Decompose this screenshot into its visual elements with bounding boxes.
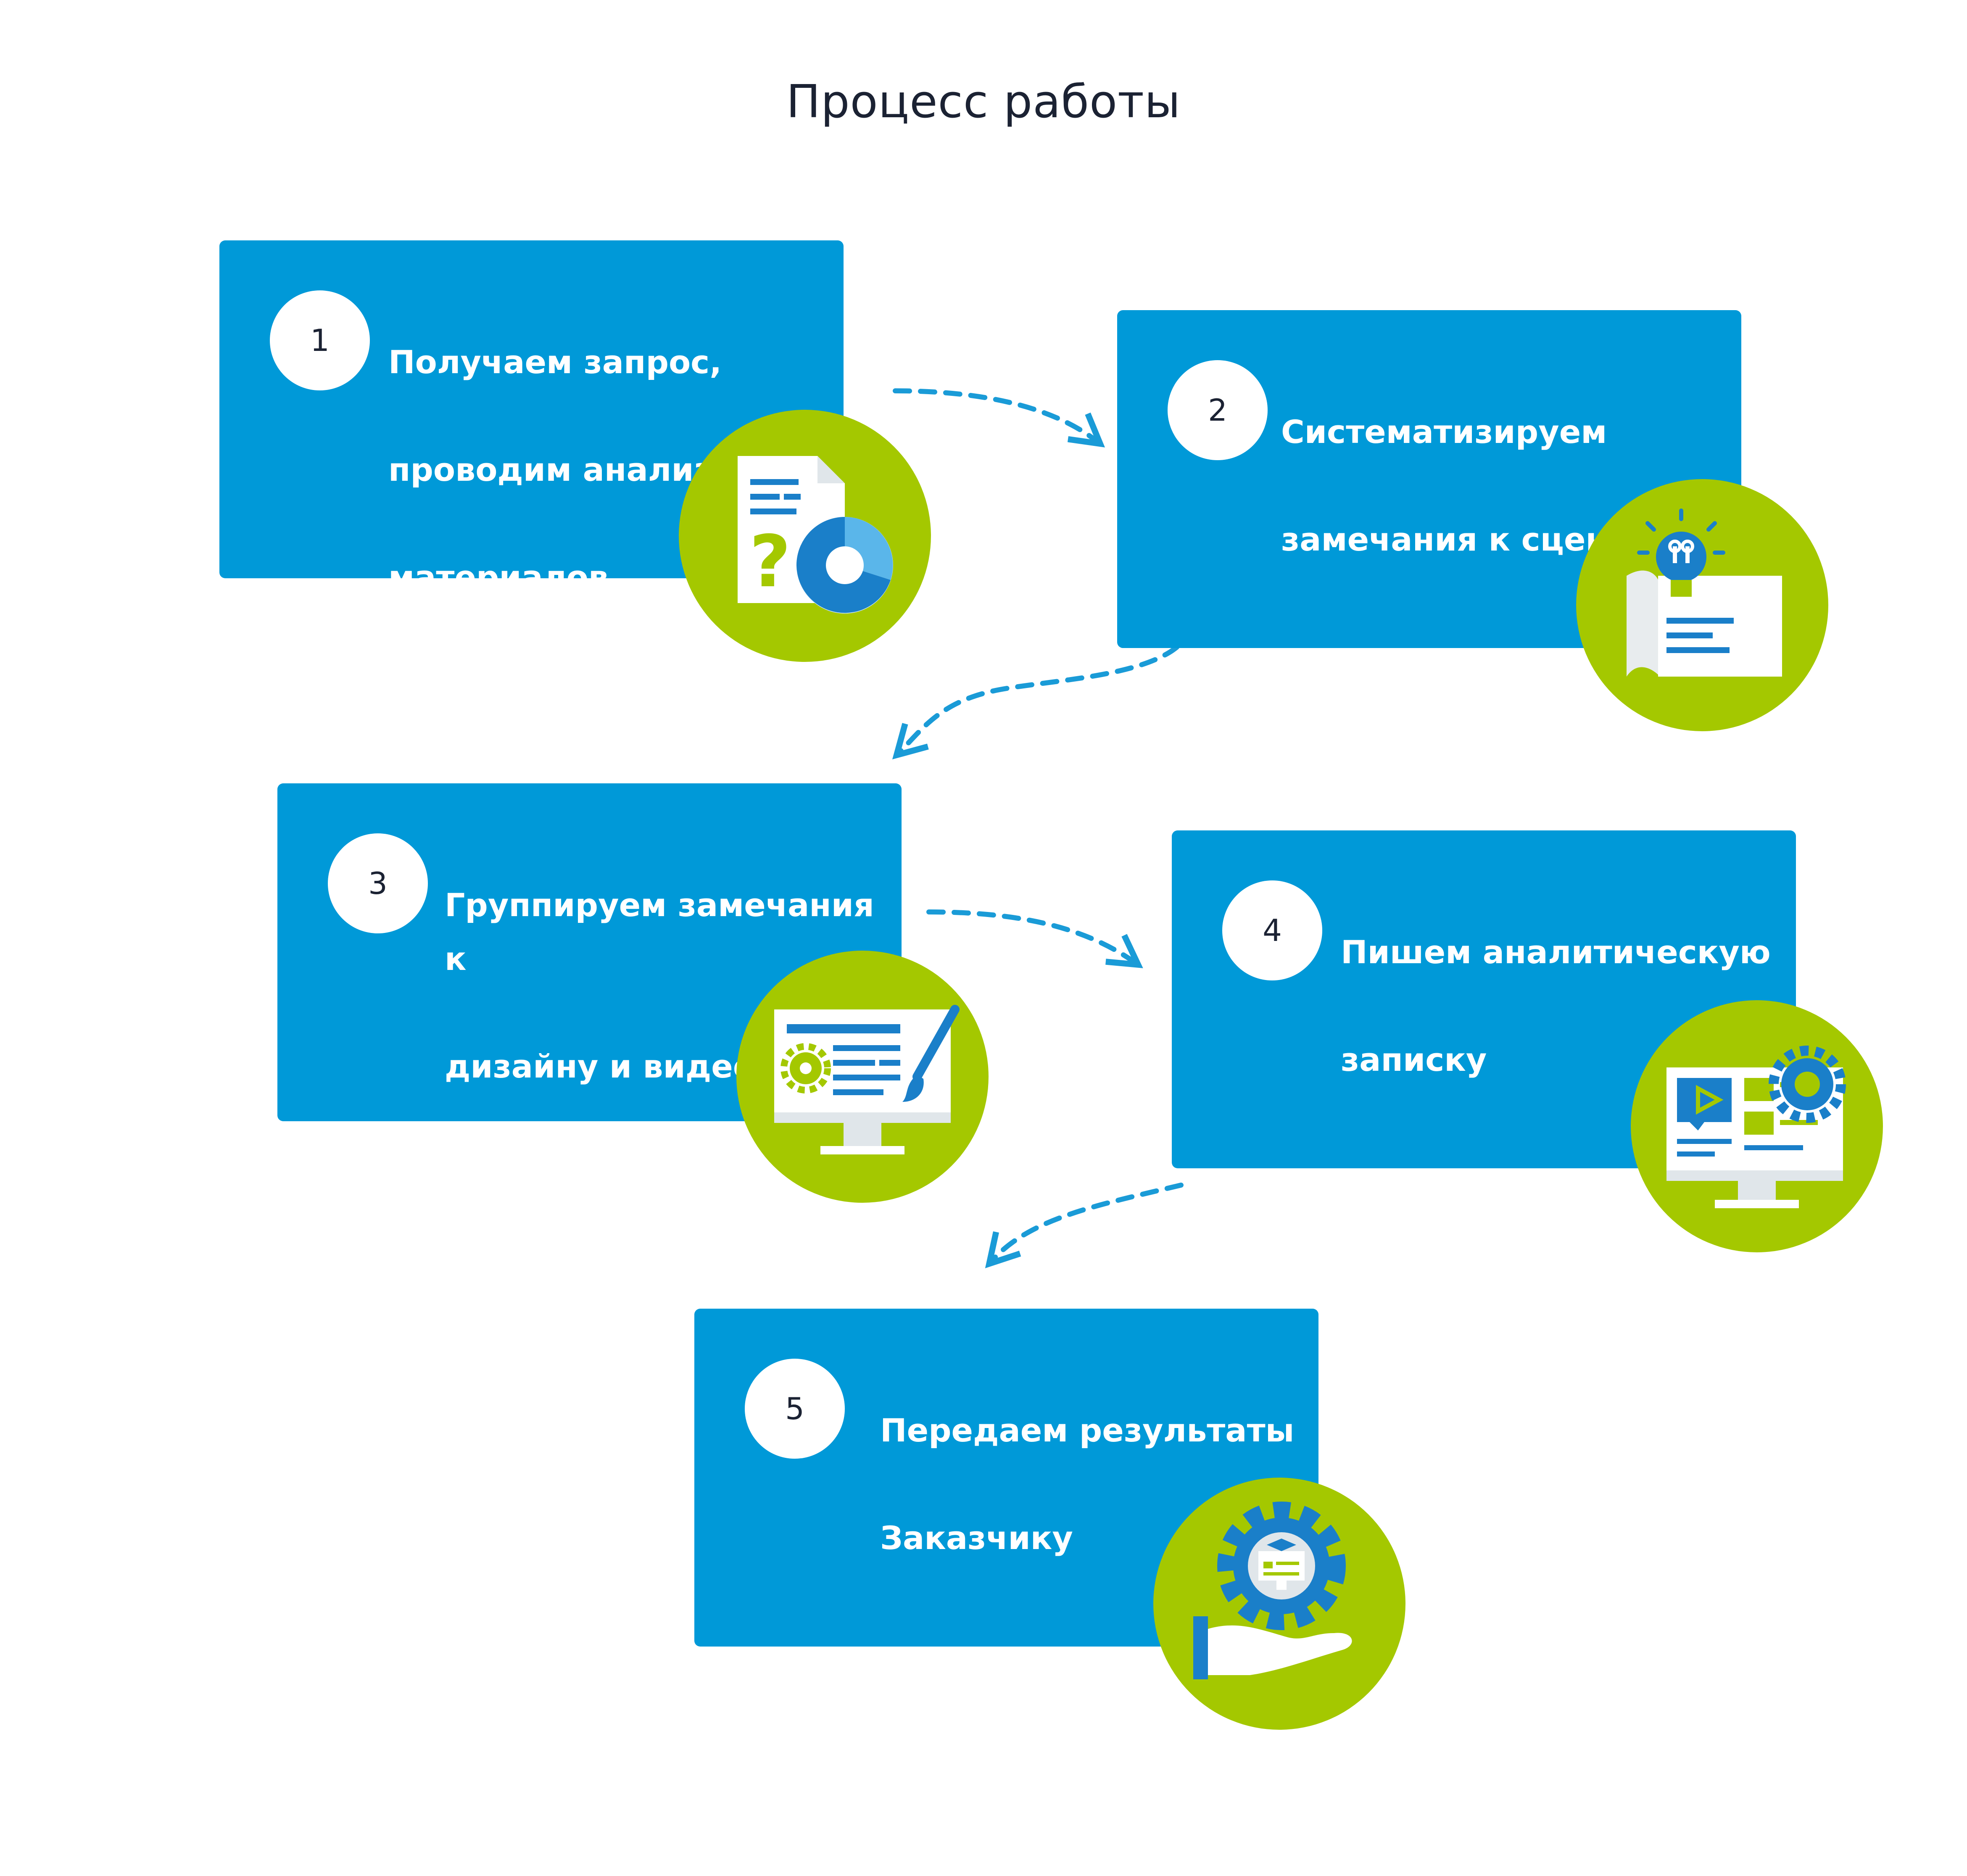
step-icon-circle-1: ? bbox=[679, 410, 931, 662]
step-number-badge: 1 bbox=[270, 290, 370, 390]
step-number-badge: 5 bbox=[745, 1359, 845, 1459]
arrow-3-to-4 bbox=[926, 909, 1143, 968]
step-icon-circle-4 bbox=[1631, 1000, 1883, 1252]
svg-text:?: ? bbox=[749, 520, 791, 603]
step-number-badge: 3 bbox=[328, 833, 428, 933]
step-icon-circle-3 bbox=[736, 951, 989, 1203]
page-title: Процесс работы bbox=[786, 76, 1181, 128]
arrow-1-to-2 bbox=[893, 388, 1105, 448]
monitor-brush-gear-icon bbox=[774, 1005, 960, 1154]
monitor-video-gear-icon bbox=[1666, 1046, 1846, 1208]
step-number-badge: 4 bbox=[1222, 880, 1322, 980]
arrow-2-to-3 bbox=[892, 645, 1179, 760]
hand-gear-graduation-icon bbox=[1193, 1502, 1352, 1679]
step-card-3: 3 Группируем замечания к дизайну и видео bbox=[277, 783, 902, 1121]
document-chart-question-icon: ? bbox=[738, 456, 893, 614]
step-text: Получаем запрос, проводим анализ материа… bbox=[388, 343, 722, 596]
lightbulb-scroll-icon bbox=[1627, 509, 1782, 677]
step-text: Группируем замечания к дизайну и видео bbox=[445, 886, 874, 1085]
arrow-4-to-5 bbox=[985, 1183, 1184, 1268]
step-number-badge: 2 bbox=[1168, 360, 1268, 460]
step-icon-circle-2 bbox=[1576, 479, 1828, 731]
step-text: Передаем результаты Заказчику bbox=[880, 1412, 1295, 1557]
step-text: Пишем аналитическую записку bbox=[1341, 933, 1771, 1078]
step-icon-circle-5 bbox=[1153, 1478, 1405, 1730]
